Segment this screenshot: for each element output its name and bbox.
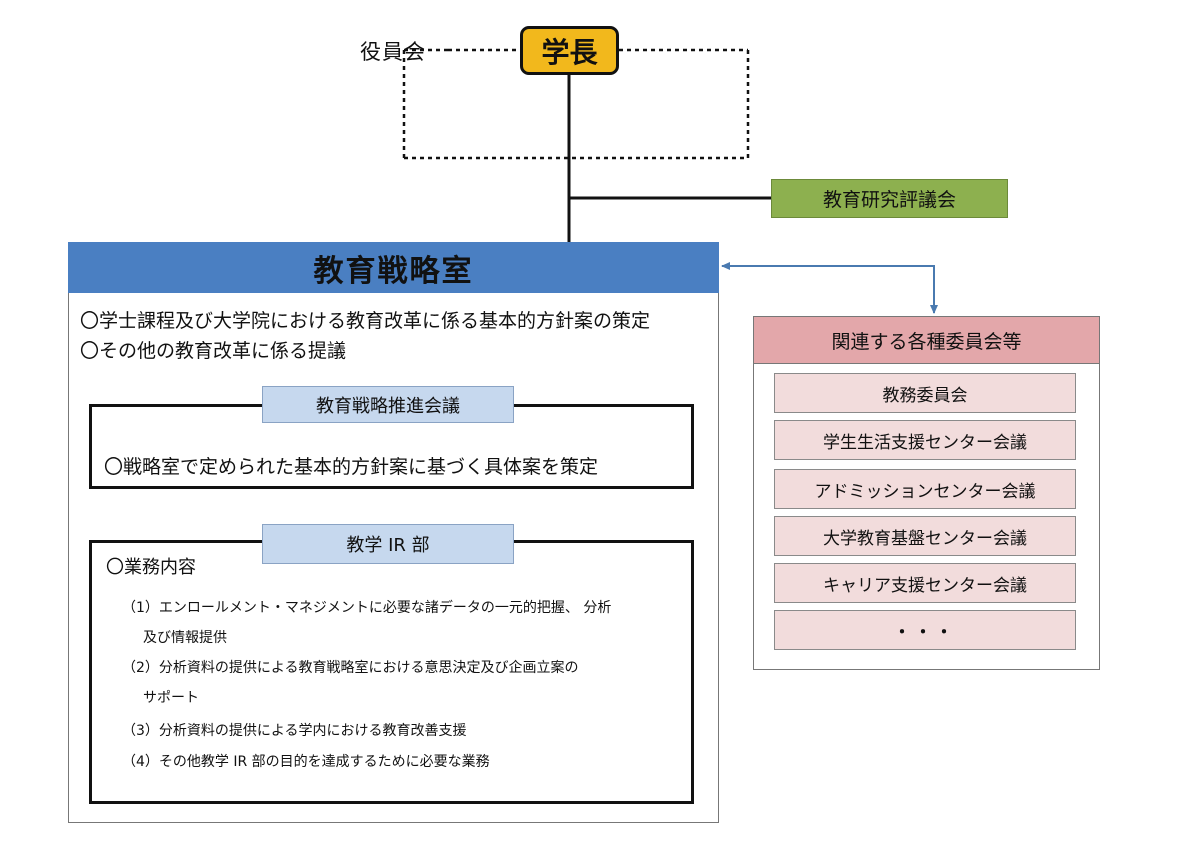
ir-item: （2）分析資料の提供による教育戦略室における意思決定及び企画立案の xyxy=(122,660,579,676)
strategy-office-title: 教育戦略室 xyxy=(68,242,719,293)
president-box: 学長 xyxy=(520,26,619,75)
ir-section-title: 〇業務内容 xyxy=(106,557,196,578)
board-label: 役員会 xyxy=(360,40,426,64)
ir-item-cont: 及び情報提供 xyxy=(143,630,227,646)
committee-item: 大学教育基盤センター会議 xyxy=(774,516,1076,556)
ir-item: （4）その他教学 IR 部の目的を達成するために必要な業務 xyxy=(122,754,490,770)
ir-item-cont: サポート xyxy=(143,690,199,706)
promotion-council-duty: 〇戦略室で定められた基本的方針案に基づく具体案を策定 xyxy=(104,456,599,478)
strategy-committee-arrow xyxy=(721,262,935,300)
committees-title: 関連する各種委員会等 xyxy=(753,316,1100,364)
committee-item: キャリア支援センター会議 xyxy=(774,563,1076,603)
ir-item: （3）分析資料の提供による学内における教育改善支援 xyxy=(122,723,467,739)
committee-item-more: ・・・ xyxy=(774,610,1076,650)
strategy-duty-1: 〇学士課程及び大学院における教育改革に係る基本的方針案の策定 xyxy=(80,310,651,332)
committee-item: 教務委員会 xyxy=(774,373,1076,413)
ir-office-title: 教学 IR 部 xyxy=(262,524,514,564)
board-dotted-link xyxy=(402,48,750,160)
committee-item: 学生生活支援センター会議 xyxy=(774,420,1076,460)
council-box: 教育研究評議会 xyxy=(771,179,1008,218)
ir-item: （1）エンロールメント・マネジメントに必要な諸データの一元的把握、 分析 xyxy=(122,600,612,616)
committee-item: アドミッションセンター会議 xyxy=(774,469,1076,509)
strategy-duty-2: 〇その他の教育改革に係る提議 xyxy=(80,340,347,362)
promotion-council-title: 教育戦略推進会議 xyxy=(262,386,514,423)
ir-office-box xyxy=(89,540,694,804)
